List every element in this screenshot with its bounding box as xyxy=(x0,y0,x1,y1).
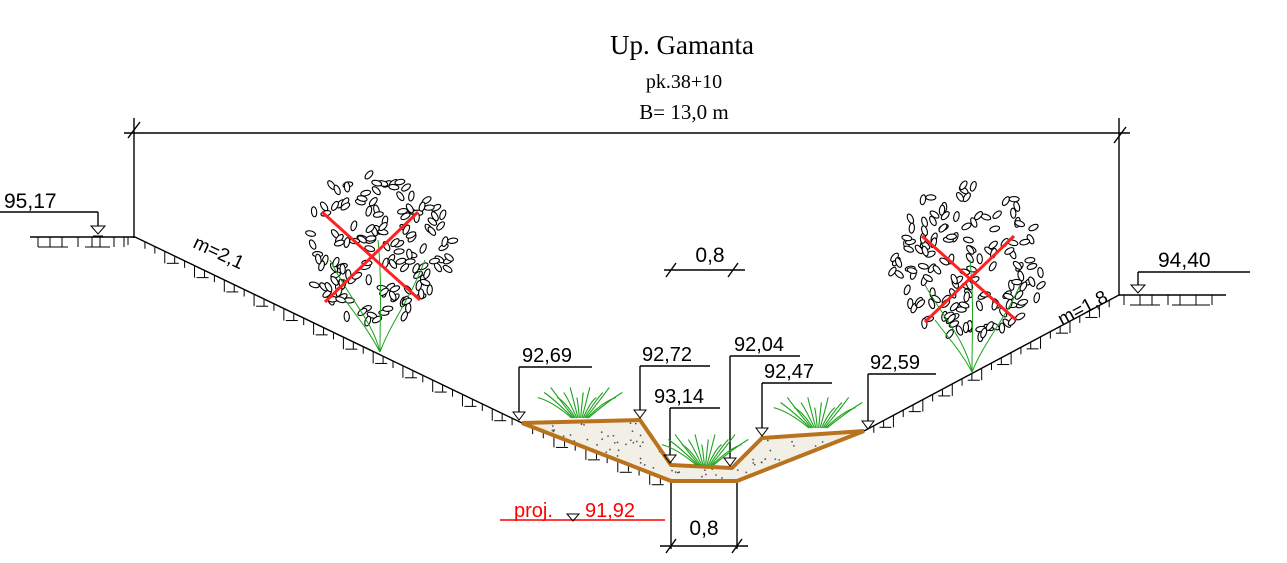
ground-left xyxy=(30,236,135,248)
svg-text:92,69: 92,69 xyxy=(522,345,572,367)
design-bed-outline xyxy=(521,421,865,483)
svg-text:proj.: proj. xyxy=(514,500,553,522)
grass-left-icon xyxy=(537,387,623,419)
sediment-fill xyxy=(522,420,864,481)
width-label: B= 13,0 m xyxy=(639,100,728,124)
left-slope xyxy=(134,236,523,426)
elevation-marker-5: 92,47 xyxy=(755,361,832,437)
right-slope xyxy=(863,294,1120,433)
ground-right xyxy=(1119,294,1226,306)
top-dimension-line xyxy=(124,118,1130,295)
svg-text:92,04: 92,04 xyxy=(734,334,784,356)
river-title: Up. Gamanta xyxy=(610,30,754,60)
tree-right-icon xyxy=(888,180,1046,373)
chainage-label: pk.38+10 xyxy=(646,71,722,93)
existing-bed-profile xyxy=(521,418,865,470)
grass-right-icon xyxy=(773,397,863,429)
svg-text:92,47: 92,47 xyxy=(764,361,814,383)
svg-text:0,8: 0,8 xyxy=(689,517,718,540)
bottom-width-dimension: 0,8 xyxy=(660,517,748,554)
svg-text:93,14: 93,14 xyxy=(654,386,704,408)
left-bank-elevation: 95,17 xyxy=(0,190,107,237)
svg-text:0,8: 0,8 xyxy=(695,244,724,267)
svg-text:92,59: 92,59 xyxy=(870,352,920,374)
elevation-marker-1: 92,69 xyxy=(512,345,592,421)
design-level: proj. 91,92 xyxy=(500,500,665,522)
right-bank-elevation: 94,40 xyxy=(1129,249,1250,294)
elevation-marker-6: 92,59 xyxy=(861,352,936,430)
svg-text:92,72: 92,72 xyxy=(642,344,692,366)
svg-text:94,40: 94,40 xyxy=(1158,249,1211,272)
tree-left-icon xyxy=(305,170,459,353)
svg-text:91,92: 91,92 xyxy=(585,500,635,522)
elevation-marker-2: 92,72 xyxy=(633,344,710,419)
right-slope-label: m=1,8 xyxy=(1054,287,1111,331)
svg-text:95,17: 95,17 xyxy=(4,190,57,213)
top-small-dimension: 0,8 xyxy=(664,244,745,278)
grass-middle-icon xyxy=(661,434,749,466)
